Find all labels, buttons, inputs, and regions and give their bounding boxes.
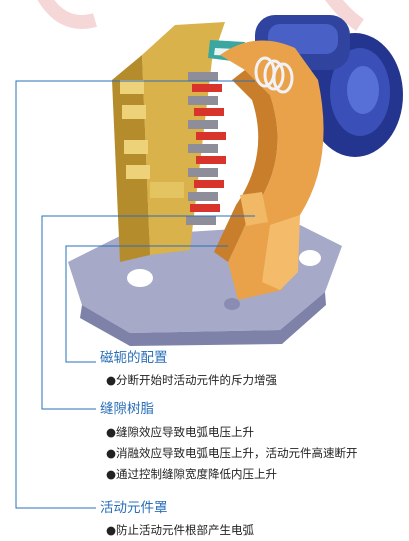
label-contact-cover-bullet-1: ●防止活动元件根部产生电弧 bbox=[106, 523, 255, 537]
label-gap-resin-bullet-2: ●消融效应导致电弧电压上升，活动元件高速断开 bbox=[106, 446, 358, 460]
label-yoke-title: 磁轭的配置 bbox=[100, 350, 168, 366]
background-arcs bbox=[37, 0, 365, 31]
coil-segments bbox=[186, 72, 226, 225]
blue-drum bbox=[255, 15, 403, 157]
leader-lines bbox=[15, 80, 255, 509]
label-gap-resin-bullet-1: ●缝隙效应导致电弧电压上升 bbox=[106, 425, 255, 439]
leader-line-gap-resin bbox=[41, 215, 255, 410]
orange-housing bbox=[214, 40, 324, 300]
base-plate bbox=[68, 225, 342, 346]
label-gap-resin-title: 缝隙树脂 bbox=[100, 401, 154, 417]
label-yoke-bullet-1: ●分断开始时活动元件的斥力增强 bbox=[106, 373, 278, 387]
leader-line-yoke bbox=[65, 245, 228, 363]
leader-line-contact-cover bbox=[15, 80, 255, 509]
label-gap-resin-bullet-3: ●通过控制缝隙宽度降低内压上升 bbox=[106, 467, 278, 481]
label-contact-cover-title: 活动元件罩 bbox=[100, 500, 168, 516]
spring bbox=[254, 56, 294, 94]
